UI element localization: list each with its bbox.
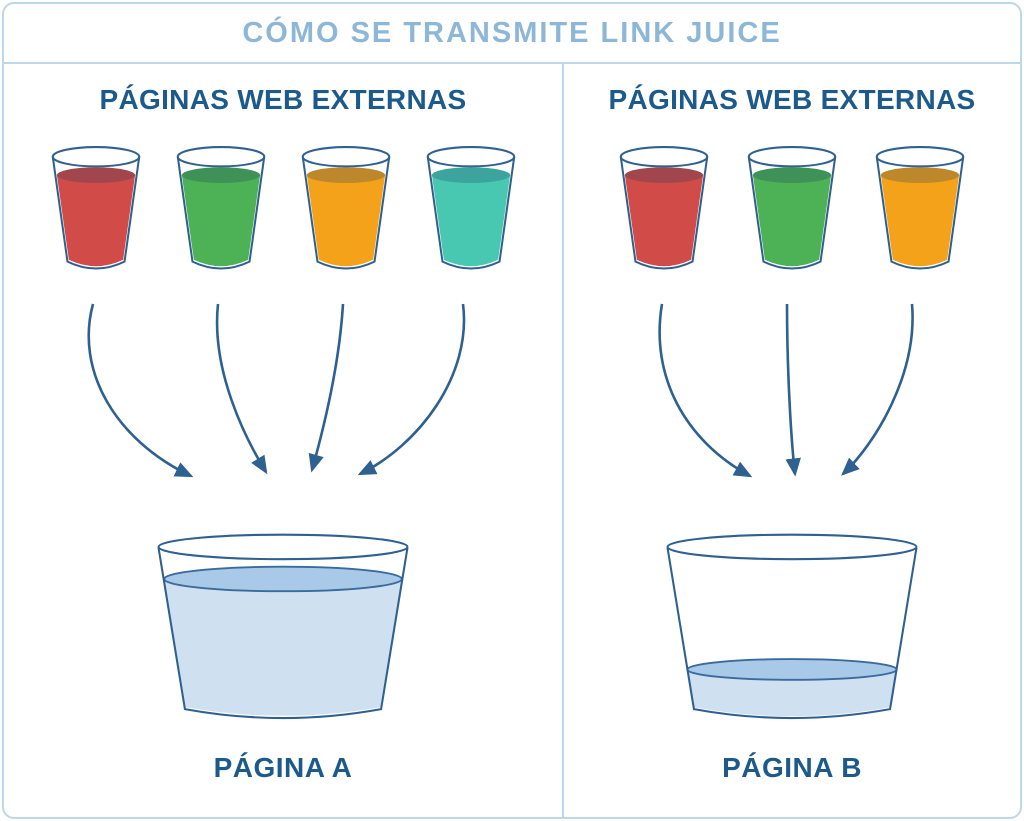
arrow-icon xyxy=(658,303,753,478)
juice-glass-green xyxy=(747,146,837,270)
juice-glass-teal xyxy=(426,146,515,270)
bucket-b-label: PÁGINA B xyxy=(722,752,862,783)
arrow-icon xyxy=(357,303,466,476)
diagram-title: CÓMO SE TRANSMITE LINK JUICE xyxy=(242,16,782,49)
panel-page-b: PÁGINAS WEB EXTERNAS xyxy=(564,64,1020,817)
panel-a-heading: PÁGINAS WEB EXTERNAS xyxy=(99,84,467,115)
title-bar: CÓMO SE TRANSMITE LINK JUICE xyxy=(4,4,1020,64)
bucket-page-a xyxy=(157,533,409,720)
juice-glass-green xyxy=(176,146,265,270)
panels-container: PÁGINAS WEB EXTERNAS xyxy=(4,64,1020,817)
panel-page-a: PÁGINAS WEB EXTERNAS xyxy=(4,64,564,817)
bucket-liquid-surface xyxy=(686,658,898,681)
external-glasses-row-a xyxy=(50,142,517,280)
glass-liquid xyxy=(181,175,260,267)
bucket-page-b xyxy=(666,533,918,720)
juice-glass-red xyxy=(51,146,140,270)
bucket-a-label: PÁGINA A xyxy=(213,752,353,783)
bucket-liquid-surface xyxy=(163,565,403,593)
bucket-liquid xyxy=(687,669,897,717)
bucket-liquid xyxy=(164,578,402,716)
juice-glass-orange xyxy=(875,146,965,270)
glass-liquid xyxy=(431,175,510,267)
external-glasses-row-b xyxy=(618,142,966,280)
glass-liquid xyxy=(56,175,135,267)
glass-liquid xyxy=(752,175,832,267)
link-arrows-b xyxy=(658,303,914,478)
glass-liquid xyxy=(624,175,704,267)
arrow-icon xyxy=(87,303,194,478)
juice-glass-red xyxy=(619,146,709,270)
arrow-icon xyxy=(785,303,801,477)
panel-b-heading: PÁGINAS WEB EXTERNAS xyxy=(608,84,976,115)
arrow-icon xyxy=(841,303,914,476)
arrow-icon xyxy=(215,303,268,475)
glass-liquid xyxy=(306,175,385,267)
link-arrows-a xyxy=(87,303,466,478)
glass-liquid xyxy=(880,175,960,267)
juice-glass-orange xyxy=(301,146,390,270)
arrow-icon xyxy=(308,303,345,473)
